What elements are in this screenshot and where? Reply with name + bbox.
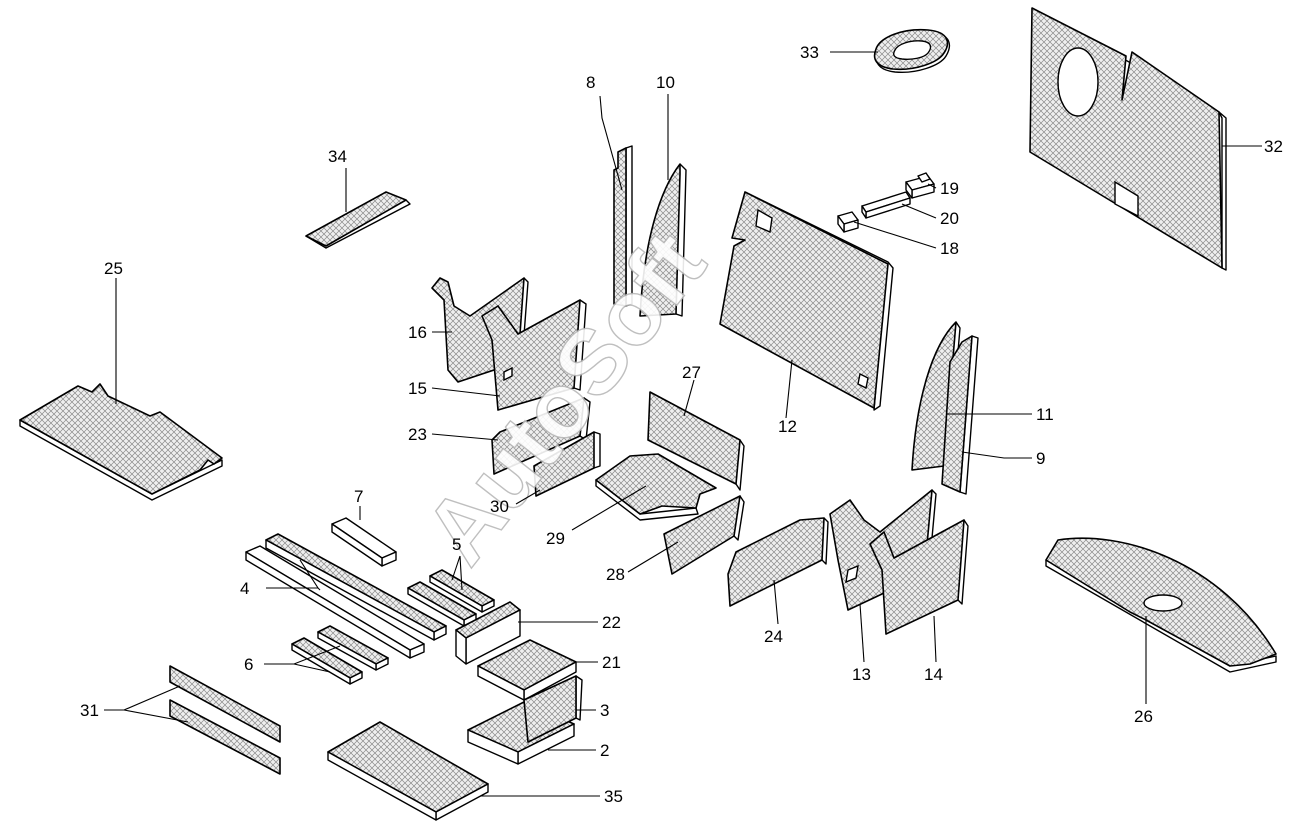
callout-3: 3 <box>600 701 609 720</box>
part-6-bar-upper <box>317 625 389 671</box>
part-26-floor-mat <box>1045 537 1277 673</box>
leader-lines <box>104 51 1262 797</box>
callout-9: 9 <box>1036 449 1045 468</box>
callout-18: 18 <box>940 239 959 258</box>
callout-20: 20 <box>940 209 959 228</box>
callout-2: 2 <box>600 741 609 760</box>
callout-19: 19 <box>940 179 959 198</box>
callout-26: 26 <box>1134 707 1153 726</box>
callout-labels: 33 8 10 32 34 19 20 18 25 16 15 27 11 12… <box>80 43 1283 806</box>
part-32-rear-panel <box>1029 7 1227 271</box>
part-6-bar-lower <box>291 637 363 685</box>
callout-8: 8 <box>586 73 595 92</box>
part-12-bulkhead <box>719 191 894 411</box>
part-33-ring-gasket <box>873 28 951 73</box>
callout-7: 7 <box>354 487 363 506</box>
part-31-strip-lower <box>169 699 281 775</box>
callout-35: 35 <box>604 787 623 806</box>
callout-16: 16 <box>408 323 427 342</box>
callout-14: 14 <box>924 665 943 684</box>
callout-12: 12 <box>778 417 797 436</box>
part-20-strip <box>861 191 911 219</box>
part-35-base <box>327 721 489 821</box>
callout-29: 29 <box>546 529 565 548</box>
part-23-pad <box>491 397 591 475</box>
part-22-block <box>455 601 521 665</box>
callout-25: 25 <box>104 259 123 278</box>
part-21-block <box>477 639 577 701</box>
part-25-floor-mat <box>19 383 223 501</box>
callout-11: 11 <box>1036 405 1054 424</box>
part-29-floor-piece <box>595 453 717 521</box>
part-5-bar-lower <box>407 581 477 627</box>
callout-13: 13 <box>852 665 871 684</box>
part-18-block <box>837 211 859 233</box>
callout-32: 32 <box>1264 137 1283 156</box>
callout-10: 10 <box>656 73 675 92</box>
callout-30: 30 <box>490 497 509 516</box>
part-27-pad <box>647 391 745 491</box>
part-24-pad <box>727 517 829 607</box>
callout-27: 27 <box>682 363 701 382</box>
callout-15: 15 <box>408 379 427 398</box>
part-19-clip <box>905 172 935 199</box>
part-30-pad <box>533 431 601 497</box>
part-3-upright <box>523 675 583 743</box>
callout-28: 28 <box>606 565 625 584</box>
callout-5: 5 <box>452 535 461 554</box>
part-34-pad <box>305 191 411 249</box>
callout-23: 23 <box>408 425 427 444</box>
callout-31: 31 <box>80 701 99 720</box>
panel-hole <box>1057 47 1099 117</box>
part-4-long-bar-lower <box>245 545 425 659</box>
part-10-curved-trim <box>639 163 687 317</box>
callout-33: 33 <box>800 43 819 62</box>
part-7-bar <box>331 517 397 567</box>
callout-22: 22 <box>602 613 621 632</box>
callout-21: 21 <box>602 653 621 672</box>
part-31-strip-upper <box>169 665 281 743</box>
callout-4: 4 <box>240 579 249 598</box>
part-4-long-bar-upper <box>265 533 447 641</box>
part-15-shaped-panel <box>481 299 587 411</box>
part-14-shaped-panel <box>869 519 969 635</box>
callout-24: 24 <box>764 627 783 646</box>
part-8-side-strip <box>613 145 633 307</box>
part-28-pad <box>663 495 745 575</box>
callout-6: 6 <box>244 655 253 674</box>
callout-34: 34 <box>328 147 347 166</box>
